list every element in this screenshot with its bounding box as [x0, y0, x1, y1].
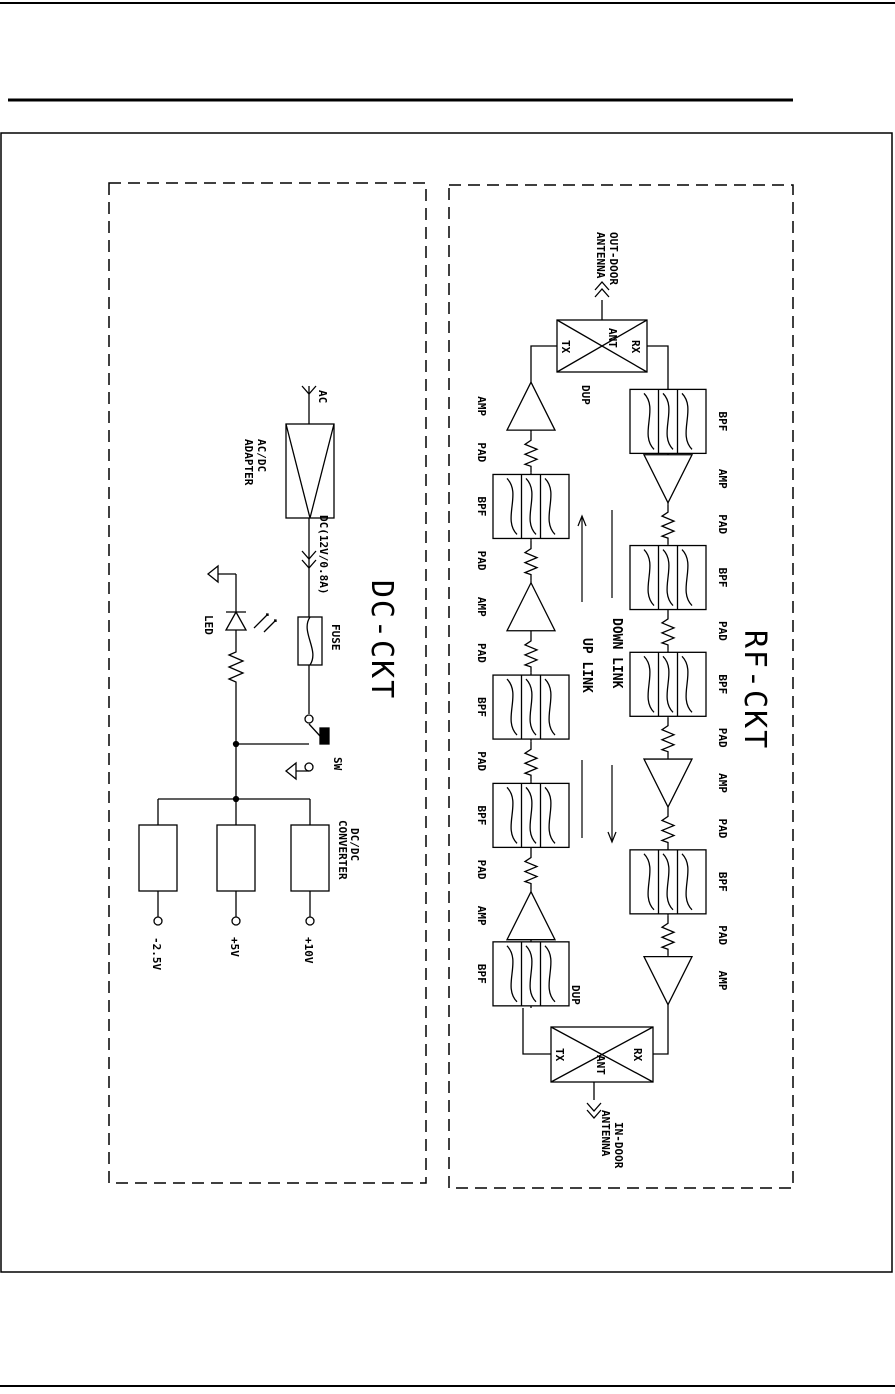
terminal-neg2v5: [154, 917, 162, 925]
adapter-label-2: ADAPTER: [242, 439, 255, 486]
switch-label: SW: [331, 757, 344, 771]
downlink-label-6: PAD: [716, 728, 729, 748]
converter-10v-block: [291, 825, 329, 891]
downlink-bpf-3: [630, 546, 706, 610]
converter-5v-block: [217, 825, 255, 891]
led-label: LED: [202, 615, 215, 635]
dup-bottom-tx-label: TX: [553, 1048, 566, 1062]
downlink-amp-11: [644, 957, 692, 1005]
uplink-amp-0: [507, 382, 555, 430]
uplink-label-1: PAD: [475, 442, 488, 462]
uplink-pad-5: [525, 633, 537, 673]
down-link-label: DOWN LINK: [609, 618, 624, 689]
downlink-bpf-5: [630, 652, 706, 716]
in-antenna-label-1: IN-DOOR: [612, 1122, 625, 1169]
downlink-label-3: BPF: [716, 568, 729, 588]
uplink-pad-1: [525, 432, 537, 472]
downlink-label-4: PAD: [716, 621, 729, 641]
dup-top-ant-label: ANT: [606, 328, 619, 348]
in-door-antenna-arrow-icon: [587, 1103, 601, 1118]
dc-circuit: [139, 386, 334, 925]
downlink-label-5: BPF: [716, 674, 729, 694]
dup-bottom-ant-label: ANT: [594, 1055, 607, 1075]
downlink-pad-10: [662, 915, 674, 955]
uplink-label-5: PAD: [475, 643, 488, 663]
downlink-bpf-0: [630, 389, 706, 453]
out-antenna-label-1: OUT-DOOR: [607, 232, 620, 285]
uplink-label-6: BPF: [475, 697, 488, 717]
downlink-pad-6: [662, 718, 674, 758]
downlink-label-9: BPF: [716, 872, 729, 892]
dup-top-tx-label: TX: [559, 340, 572, 354]
dc-output-label: DC(12V/0.8A): [317, 515, 330, 594]
uplink-bpf-6: [493, 675, 569, 739]
switch-contact-bottom: [305, 763, 313, 771]
out-antenna-label-2: ANTENNA: [594, 232, 607, 279]
uplink-pad-3: [525, 541, 537, 581]
ac-dc-adapter-block: [286, 424, 334, 518]
uplink-label-2: BPF: [475, 497, 488, 517]
converter-neg2v5-block: [139, 825, 177, 891]
uplink-label-0: AMP: [475, 396, 488, 416]
fuse-element-icon: [307, 617, 313, 665]
downlink-label-0: BPF: [716, 411, 729, 431]
dup-top-rx-label: RX: [629, 340, 642, 354]
fuse-label: FUSE: [329, 624, 342, 651]
uplink-label-4: AMP: [475, 597, 488, 617]
downlink-amp-1: [644, 455, 692, 503]
switch-actuator-icon: [320, 728, 329, 744]
in-antenna-label-2: ANTENNA: [599, 1110, 612, 1157]
led-resistor-icon: [229, 640, 243, 688]
led-icon: [226, 612, 246, 630]
uplink-bpf-11: [493, 942, 569, 1006]
downlink-label-8: PAD: [716, 819, 729, 839]
uplink-amp-4: [507, 583, 555, 631]
dup-bottom-label: DUP: [569, 985, 582, 1005]
downlink-label-10: PAD: [716, 925, 729, 945]
dc-ckt-title: DC-CKT: [364, 580, 399, 700]
downlink-amp-7: [644, 759, 692, 807]
out-door-antenna-arrow-icon: [595, 282, 609, 297]
uplink-label-11: BPF: [475, 964, 488, 984]
uplink-label-8: BPF: [475, 805, 488, 825]
uplink-pad-7: [525, 741, 537, 781]
uplink-label-3: PAD: [475, 551, 488, 571]
uplink-label-9: PAD: [475, 860, 488, 880]
uplink-pad-9: [525, 850, 537, 890]
output-neg2v5-label: -2.5V: [150, 937, 163, 970]
downlink-pad-8: [662, 808, 674, 848]
ac-label: AC: [316, 390, 329, 403]
downlink-label-7: AMP: [716, 773, 729, 793]
downlink-pad-2: [662, 504, 674, 544]
led-ground-icon: [208, 566, 218, 582]
downlink-label-2: PAD: [716, 514, 729, 534]
downlink-label-11: AMP: [716, 971, 729, 991]
uplink-label-10: AMP: [475, 906, 488, 926]
uplink-bpf-8: [493, 783, 569, 847]
dup-top-label: DUP: [579, 385, 592, 405]
downlink-bpf-9: [630, 850, 706, 914]
converter-label-2: CONVERTER: [336, 820, 349, 880]
terminal-5v: [232, 917, 240, 925]
uplink-amp-10: [507, 892, 555, 940]
uplink-label-7: PAD: [475, 751, 488, 771]
terminal-10v: [306, 917, 314, 925]
downlink-pad-4: [662, 611, 674, 651]
switch-contact-top: [305, 715, 313, 723]
dup-bottom-rx-label: RX: [631, 1048, 644, 1062]
rf-circuit: [523, 282, 668, 1118]
uplink-bpf-2: [493, 474, 569, 538]
adapter-label-1: AC/DC: [255, 439, 268, 472]
output-10v-label: +10V: [302, 937, 315, 964]
output-5v-label: +5V: [228, 937, 241, 957]
rf-chains: BPF AMP PAD BPF PAD BPF PAD AMP PAD BPF PAD AMP AMP P…: [475, 380, 729, 1008]
led-light-rays-icon: [254, 614, 276, 632]
downlink-label-1: AMP: [716, 469, 729, 489]
rf-ckt-title: RF-CKT: [737, 630, 772, 750]
up-link-label: UP LINK: [579, 638, 594, 693]
